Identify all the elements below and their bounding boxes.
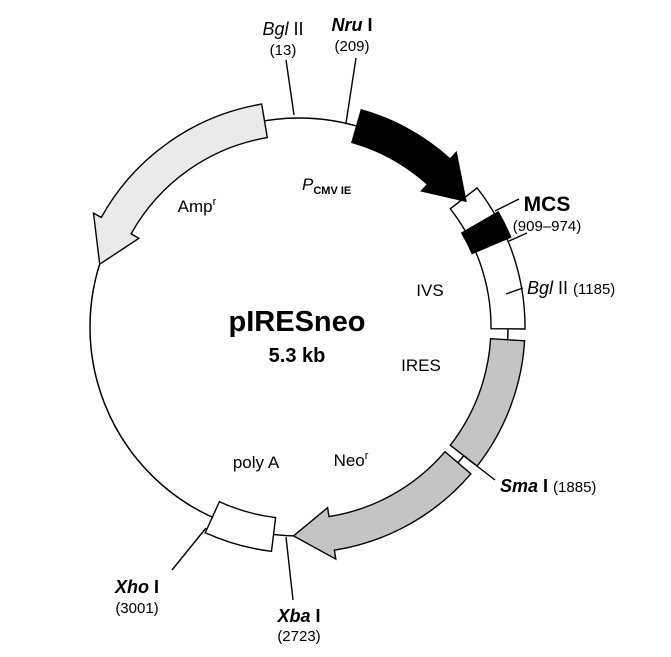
mcs-position: (909–974) [513,218,581,235]
labels-layer: Bgl II (13) Nru I (209) MCS (909–974) Bg… [114,15,615,645]
feature-ires [449,337,526,468]
site-nru1-label: Nru I [331,15,372,35]
tick-mcs-0 [494,198,520,212]
mcs-label: MCS [524,193,571,216]
tick-nru-0 [345,57,357,124]
feature-amp [92,103,269,266]
tick-bgl1185-0 [505,287,524,295]
tick-xho-0 [171,527,207,571]
plasmid-name: pIRESneo [229,306,366,338]
plasmid-size: 5.3 kb [269,345,326,367]
site-xho1-label: Xho I [114,577,159,597]
site-xba1-position: (2723) [277,628,320,645]
feature-polya [204,500,277,553]
site-xba1-label: Xba I [276,606,320,626]
site-xho1-position: (3001) [115,600,158,617]
polya-label: poly A [233,453,280,472]
amp-gene-label: Ampr [178,196,217,216]
tick-bgl13-0 [285,59,295,116]
feature-neo [292,450,472,561]
tick-mcs-1 [508,232,528,242]
site-nru1-position: (209) [334,38,369,55]
feature-ivs-band [449,186,526,330]
feature-cmv-promoter [351,108,467,203]
tick-xba-0 [285,536,294,601]
ires-label: IRES [401,356,441,375]
feature-mcs [460,211,512,255]
site-bgl2-13-position: (13) [270,42,297,59]
neo-gene-label: Neor [334,450,369,470]
site-bgl2-1185-label: Bgl II (1185) [527,278,615,298]
site-bgl2-13-label: Bgl II [262,19,303,39]
site-sma1-label: Sma I (1885) [500,476,596,496]
ivs-label: IVS [416,281,443,300]
tick-sma-0 [463,455,496,481]
site-ticks-layer [171,57,528,601]
cmv-promoter-label: PCMV IE [302,175,351,197]
